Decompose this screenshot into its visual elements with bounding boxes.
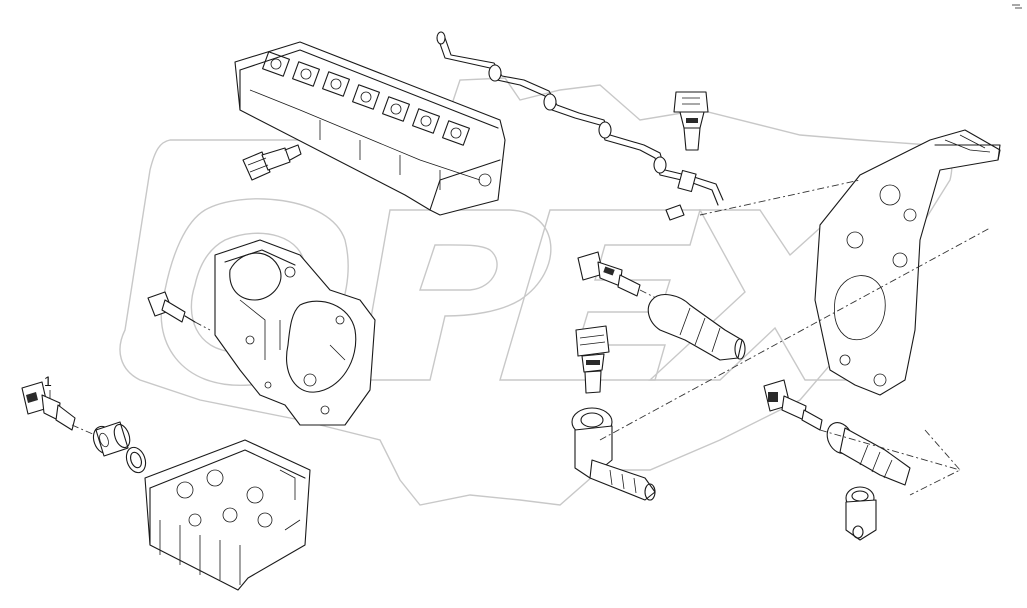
timing-gear-housing — [814, 129, 1001, 396]
banjo-fitting-right — [845, 486, 877, 541]
callout-label: 1 — [44, 373, 52, 389]
engine-block-lower — [144, 439, 311, 591]
engine-front-cover — [214, 239, 376, 426]
hose-coupling-center — [647, 294, 746, 361]
leader-lines — [599, 179, 991, 496]
adapter-bushing — [92, 421, 131, 457]
corner-marker — [1012, 4, 1022, 9]
fuel-pipe-assembly — [436, 31, 724, 221]
sealing-washer — [125, 446, 147, 474]
coolant-temperature-sensor — [21, 381, 96, 436]
pressure-sensor-top — [673, 91, 709, 151]
cylinder-head — [234, 41, 506, 216]
temperature-sensor-head — [242, 144, 302, 181]
banjo-fitting — [571, 407, 656, 501]
oil-pressure-sensor — [577, 251, 661, 301]
pressure-switch-center — [575, 325, 610, 394]
temperature-sensor-cover — [147, 291, 211, 331]
hose-coupling-right — [826, 422, 911, 486]
watermark-letter-p — [359, 209, 552, 381]
watermark-gear-outline — [119, 77, 953, 506]
temperature-sensor-right — [763, 379, 823, 431]
